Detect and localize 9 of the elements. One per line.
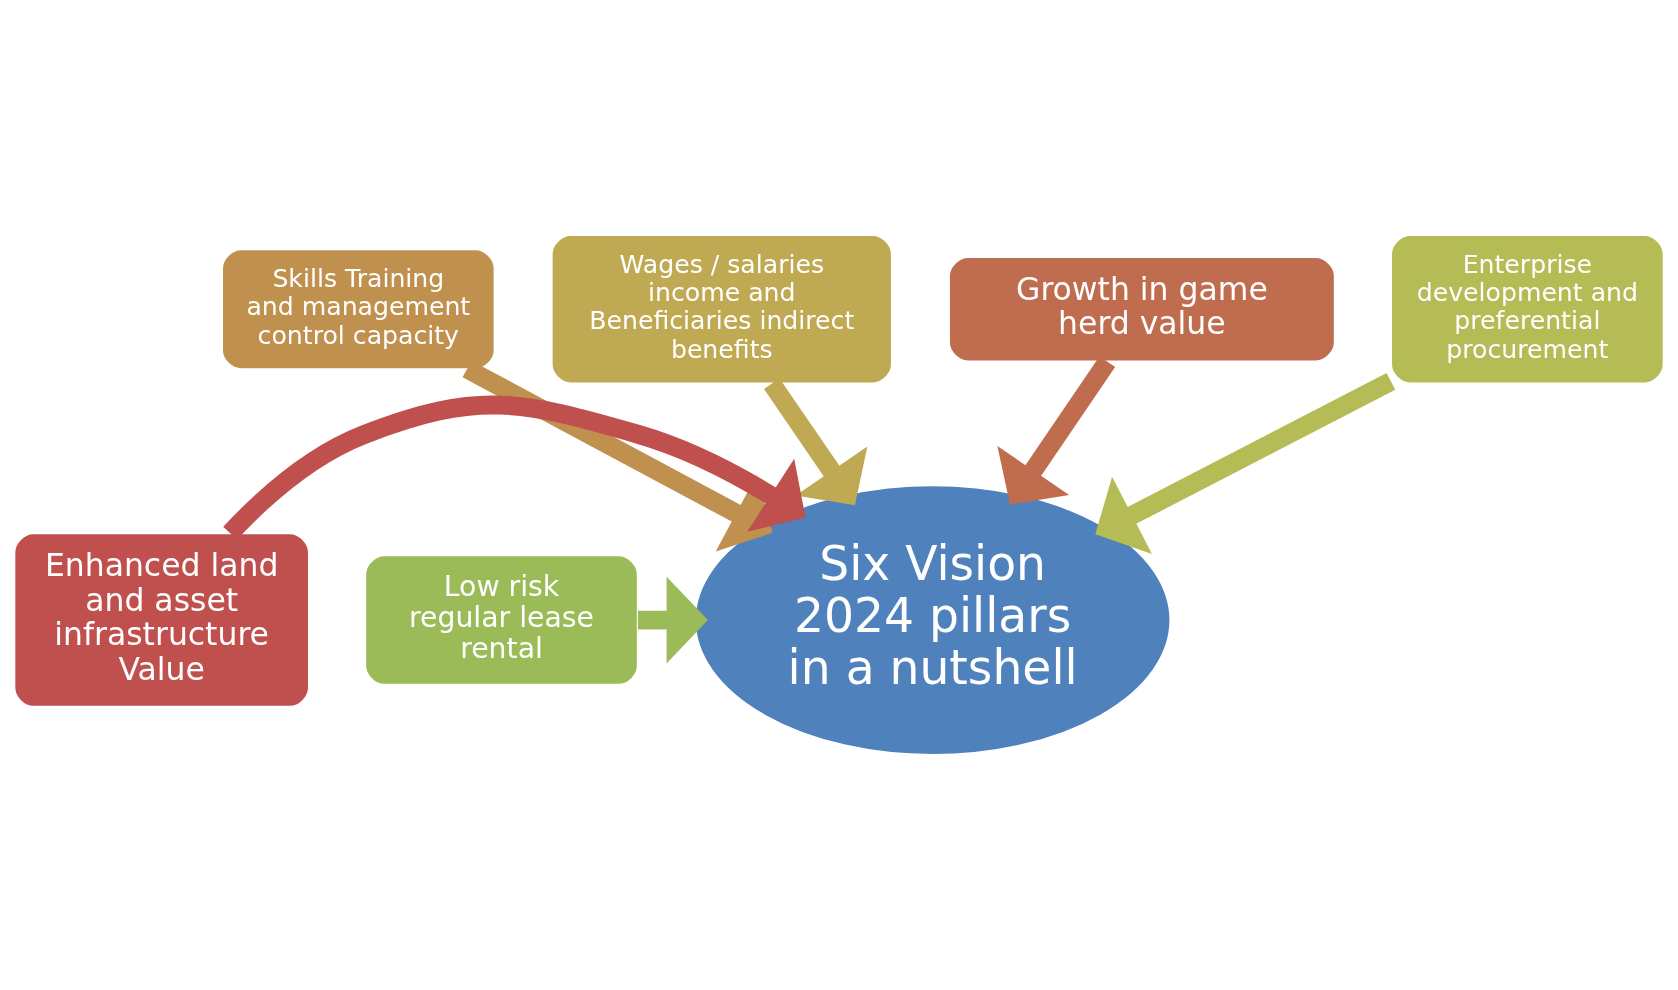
arrow bbox=[1095, 373, 1396, 554]
node-ellipse: Six Vision 2024 pillars in a nutshell bbox=[694, 484, 1171, 756]
node-box: Enterprise development and preferential procurement bbox=[1390, 234, 1665, 384]
node-box: Skills Training and management control capacity bbox=[221, 248, 496, 370]
arrow bbox=[637, 576, 708, 664]
node-box: Growth in game herd value bbox=[948, 256, 1336, 362]
node-box: Wages / salaries income and Beneficiaries indirect benefits bbox=[551, 234, 893, 384]
node-box: Enhanced land and asset infrastructure Value bbox=[13, 532, 310, 708]
node-box: Low risk regular lease rental bbox=[364, 554, 639, 686]
